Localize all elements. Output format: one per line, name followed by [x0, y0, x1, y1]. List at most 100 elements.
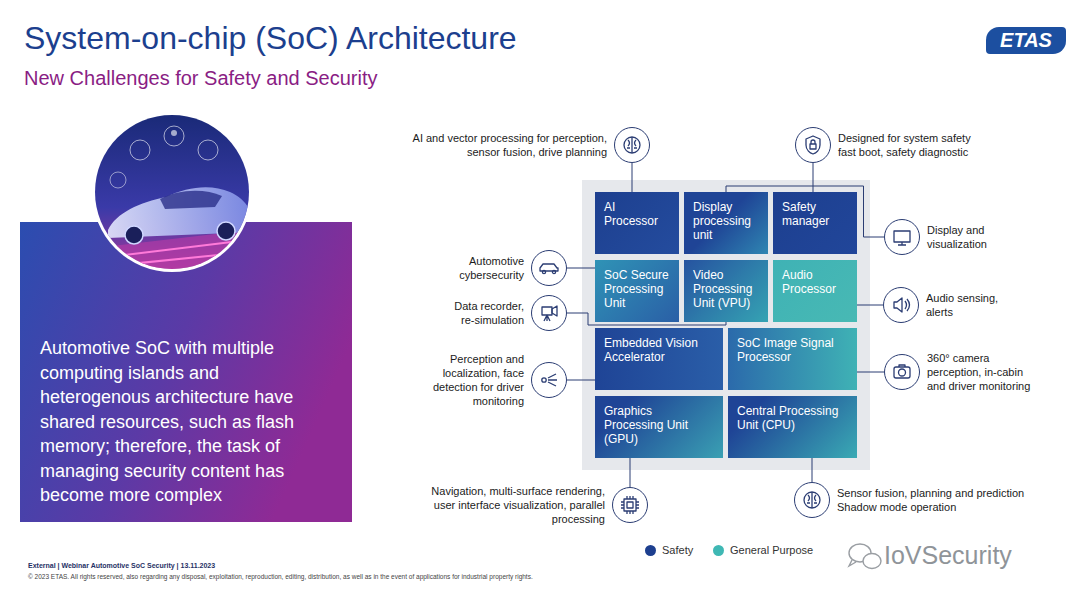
chip-pins [621, 496, 639, 514]
shield-icon [806, 136, 820, 154]
icon-ground [532, 251, 566, 285]
watermark-icon [849, 544, 881, 569]
soc-block: Safety manager [773, 192, 857, 254]
car-wheel-icon [552, 270, 555, 273]
callout-icon: 360° camera perception, in-cabin and dri… [884, 354, 920, 390]
callout-text: 360° camera perception, in-cabin and dri… [927, 351, 1039, 393]
scanner-icon [542, 374, 557, 386]
callout-text: Audio sensing, alerts [926, 291, 1006, 319]
sensor-dot [171, 130, 177, 136]
soc-block: Central Processing Unit (CPU) [728, 396, 857, 458]
car-wheel [217, 222, 235, 240]
sound-waves [905, 299, 910, 311]
legend-item: General Purpose [713, 544, 813, 556]
sensor-icon [198, 140, 218, 160]
icon-ground [796, 128, 830, 162]
callout-text: Designed for system safety fast boot, sa… [838, 131, 983, 159]
soc-block: Video Processing Unit (VPU) [684, 260, 768, 322]
icon-glyphs [540, 136, 910, 514]
brain-outline [804, 492, 820, 508]
block-label: SoC Image Signal Processor [737, 336, 848, 364]
text-panel: Automotive SoC with multiple computing i… [20, 222, 352, 522]
callout-icon: Sensor fusion, planning and prediction S… [794, 482, 830, 518]
callout-text: Automotive cybersecurity [444, 254, 524, 282]
brain-lines [627, 137, 637, 153]
watermark-text: IoVSecurity [884, 541, 1012, 570]
speaker-icon [894, 298, 910, 312]
legend-text: Safety [662, 544, 693, 556]
camera-icon [894, 365, 910, 378]
company-logo: ETAS [986, 27, 1066, 54]
car-icon [540, 264, 558, 274]
leader-line [812, 458, 813, 482]
panel-text: Automotive SoC with multiple computing i… [40, 336, 318, 508]
icon-ground [532, 296, 566, 330]
brain-outline [624, 137, 640, 153]
soc-block: Embedded Vision Accelerator [595, 328, 723, 390]
leader-line [857, 372, 884, 373]
legend-swatch [713, 545, 724, 556]
monitor-icon [894, 231, 910, 245]
scanner-eye [542, 378, 546, 382]
lock-shackle [811, 140, 815, 144]
block-label: Display processing unit [693, 200, 759, 242]
icon-ground [615, 128, 649, 162]
callout-text: Display and visualization [927, 223, 1007, 251]
sensor-icon [110, 172, 126, 188]
icon-ground [885, 220, 919, 254]
icon-ground [885, 355, 919, 389]
camera-body [894, 367, 910, 378]
leader-line [857, 305, 883, 306]
chip-icon [621, 496, 639, 514]
icon-ground [795, 483, 829, 517]
camera-lens [899, 369, 906, 376]
block-label: SoC Secure Processing Unit [604, 268, 670, 310]
soc-block: AI Processor [595, 192, 679, 254]
recorder-lens-tripod [544, 306, 557, 321]
monitor-stand [898, 242, 906, 245]
brain-lines [807, 492, 817, 508]
soc-block: Audio Processor [773, 260, 857, 322]
chat-tail [849, 560, 856, 566]
leader-line [632, 163, 633, 192]
callout-icon: AI and vector processing for perception,… [614, 127, 650, 163]
car-outline [540, 264, 558, 271]
block-label: Video Processing Unit (VPU) [693, 268, 759, 310]
callout-text: Perception and localization, face detect… [429, 352, 524, 408]
chip-core [627, 502, 633, 508]
callout-text: AI and vector processing for perception,… [407, 131, 607, 159]
soc-block: SoC Secure Processing Unit [595, 260, 679, 322]
car-wheel [125, 226, 143, 244]
callout-icon: Audio sensing, alerts [883, 287, 919, 323]
callout-icon: Automotive cybersecurity [531, 250, 567, 286]
soc-block: SoC Image Signal Processor [728, 328, 857, 390]
block-label: Central Processing Unit (CPU) [737, 404, 848, 432]
copyright-text: © 2023 ETAS. All rights reserved, also r… [28, 573, 533, 580]
camera-top [899, 365, 905, 367]
chip-body [624, 499, 636, 511]
slide-title: System-on-chip (SoC) Architecture [24, 20, 517, 57]
leader-line [813, 163, 814, 192]
speaker-body [894, 298, 902, 312]
callout-text: Navigation, multi-surface rendering, use… [429, 484, 605, 526]
callout-icon: Data recorder, re-simulation [531, 295, 567, 331]
footer-text: External | Webinar Automotive SoC Securi… [28, 562, 215, 569]
icon-ground [613, 488, 647, 522]
soc-block: Display processing unit [684, 192, 768, 254]
brain-icon [624, 137, 640, 153]
block-label: Audio Processor [782, 268, 848, 296]
leader-line [567, 380, 595, 381]
sensor-icon [130, 140, 150, 160]
callout-icon: Navigation, multi-surface rendering, use… [612, 487, 648, 523]
sensor-icon [164, 126, 184, 146]
callout-icon: Perception and localization, face detect… [531, 362, 567, 398]
shield-outline [806, 136, 820, 154]
legend-item: Safety [645, 544, 693, 556]
block-label: Embedded Vision Accelerator [604, 336, 714, 364]
car-picture [95, 126, 254, 272]
car-window [160, 191, 222, 209]
monitor-screen [894, 231, 910, 242]
callout-icon: Display and visualization [884, 219, 920, 255]
